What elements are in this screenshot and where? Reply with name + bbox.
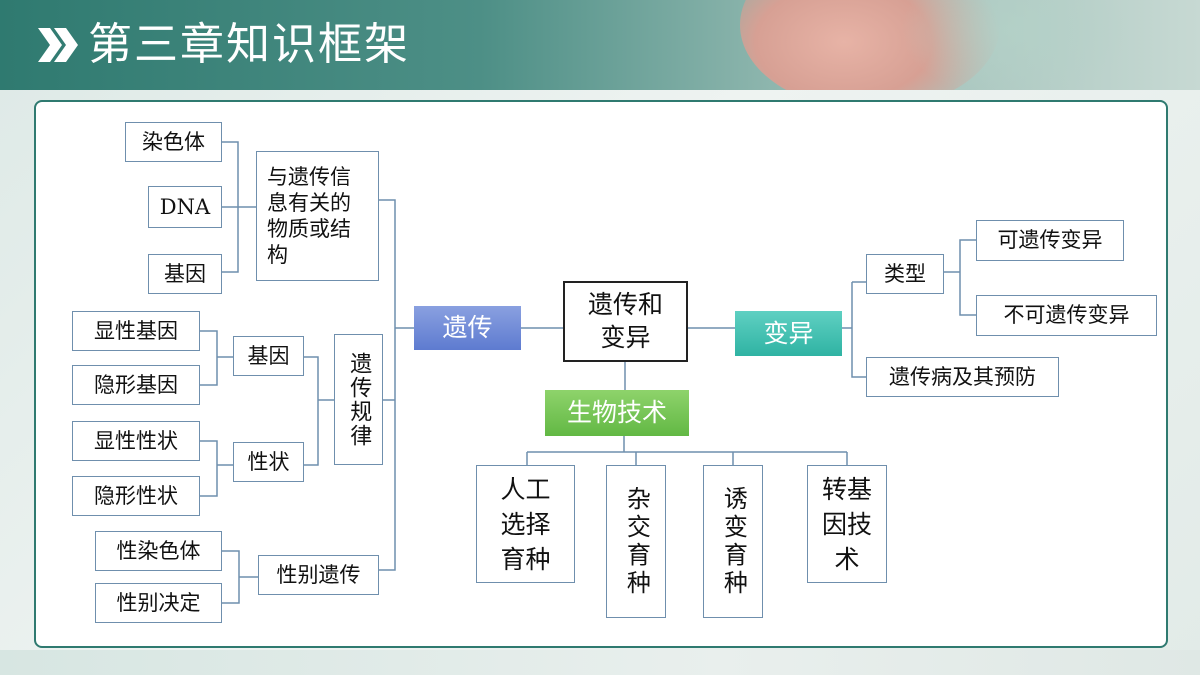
node-variation: 变异 bbox=[735, 311, 842, 356]
node-gene: 基因 bbox=[233, 336, 304, 376]
double-chevron-icon bbox=[38, 28, 78, 62]
node-recessive-trait: 隐形性状 bbox=[72, 476, 200, 516]
node-sex-inheritance: 性别遗传 bbox=[258, 555, 379, 595]
node-nonheritable-variation: 不可遗传变异 bbox=[976, 295, 1157, 336]
node-dna: DNA bbox=[148, 186, 222, 228]
node-gene-material: 基因 bbox=[148, 254, 222, 294]
page-title: 第三章知识框架 bbox=[88, 19, 410, 70]
node-genetic-material: 与遗传信息有关的物质或结构 bbox=[256, 151, 379, 281]
node-genetic-rules: 遗传规律 bbox=[334, 334, 383, 465]
node-sex-determination: 性别决定 bbox=[95, 583, 222, 623]
header-bar: 第三章知识框架 bbox=[0, 0, 1200, 90]
node-dominant-trait: 显性性状 bbox=[72, 421, 200, 461]
node-dominant-gene: 显性基因 bbox=[72, 311, 200, 351]
node-variation-types: 类型 bbox=[866, 254, 944, 294]
node-sex-chromosome: 性染色体 bbox=[95, 531, 222, 571]
node-transgenic-tech: 转基因技术 bbox=[807, 465, 887, 583]
node-genetic-disease: 遗传病及其预防 bbox=[866, 357, 1059, 397]
node-artificial-selection: 人工选择育种 bbox=[476, 465, 575, 583]
node-chromosome: 染色体 bbox=[125, 122, 222, 162]
node-center-heredity-variation: 遗传和变异 bbox=[563, 281, 688, 362]
node-trait: 性状 bbox=[233, 442, 304, 482]
node-heredity: 遗传 bbox=[414, 306, 521, 350]
node-heritable-variation: 可遗传变异 bbox=[976, 220, 1124, 261]
node-recessive-gene: 隐形基因 bbox=[72, 365, 200, 405]
node-hybrid-breeding: 杂交育种 bbox=[606, 465, 666, 618]
leaf-decoration bbox=[900, 0, 1130, 90]
node-biotechnology: 生物技术 bbox=[545, 390, 689, 436]
bottom-decoration bbox=[0, 650, 1200, 675]
node-mutation-breeding: 诱变育种 bbox=[703, 465, 763, 618]
